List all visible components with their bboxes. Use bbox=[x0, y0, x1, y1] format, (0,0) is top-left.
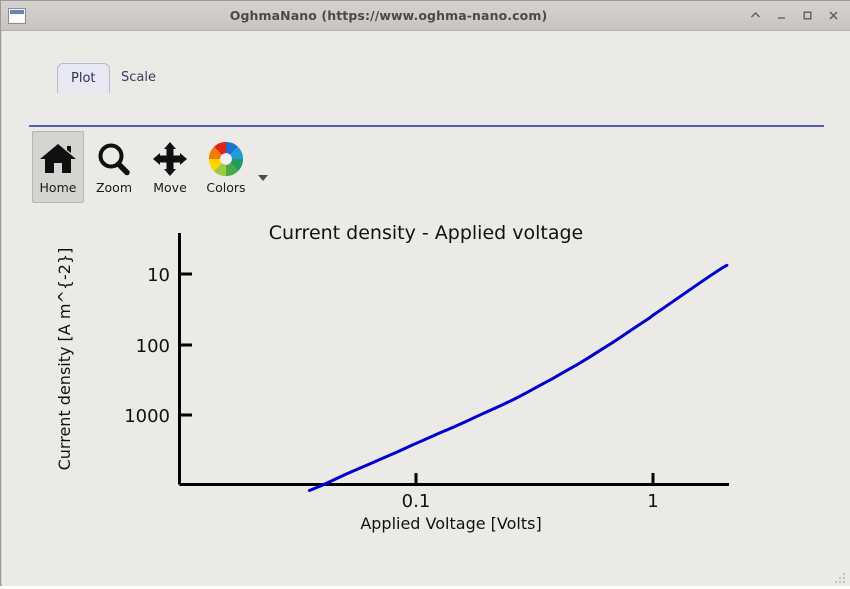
home-button[interactable]: Home bbox=[32, 131, 84, 203]
window-icon bbox=[8, 7, 26, 24]
tab-plot-label: Plot bbox=[71, 71, 96, 86]
x-axis-ticks bbox=[414, 473, 655, 485]
tab-scale-label: Scale bbox=[121, 70, 156, 85]
x-axis-tick-labels: 0.1 1 bbox=[402, 491, 659, 512]
y-axis-tick-labels: 10 100 1000 bbox=[124, 265, 170, 427]
x-axis-label: Applied Voltage [Volts] bbox=[360, 514, 541, 533]
colors-button[interactable]: Colors bbox=[200, 131, 252, 203]
main-content: Plot Scale Home bbox=[2, 31, 850, 586]
tab-underline bbox=[29, 125, 824, 127]
shade-button[interactable] bbox=[749, 9, 762, 22]
chevron-down-icon[interactable] bbox=[258, 175, 268, 181]
zoom-button[interactable]: Zoom bbox=[88, 131, 140, 203]
zoom-button-label: Zoom bbox=[95, 180, 133, 195]
home-icon bbox=[38, 139, 78, 179]
window-controls bbox=[749, 9, 840, 22]
y-tick-label: 1000 bbox=[124, 406, 170, 427]
y-tick-label: 10 bbox=[147, 265, 170, 286]
magnifier-icon bbox=[94, 139, 134, 179]
plot-canvas[interactable]: Current density - Applied voltage 10 100… bbox=[22, 209, 830, 559]
plot-title: Current density - Applied voltage bbox=[269, 222, 583, 244]
y-axis-ticks bbox=[179, 272, 192, 417]
maximize-button[interactable] bbox=[801, 9, 814, 22]
resize-grip[interactable] bbox=[833, 570, 847, 584]
close-button[interactable] bbox=[827, 9, 840, 22]
minimize-button[interactable] bbox=[775, 9, 788, 22]
plot-toolbar: Home Zoom bbox=[32, 131, 268, 203]
home-button-label: Home bbox=[39, 180, 77, 195]
title-bar: OghmaNano (https://www.oghma-nano.com) bbox=[1, 1, 850, 31]
move-button-label: Move bbox=[153, 180, 187, 195]
tab-scale[interactable]: Scale bbox=[108, 63, 169, 93]
x-tick-label: 1 bbox=[647, 491, 658, 512]
move-arrows-icon bbox=[150, 139, 190, 179]
window-title: OghmaNano (https://www.oghma-nano.com) bbox=[229, 8, 548, 23]
data-series-line bbox=[307, 263, 729, 492]
tab-bar: Plot Scale bbox=[29, 59, 824, 93]
y-axis-label: Current density [A m^{-2}] bbox=[55, 248, 74, 471]
tab-plot[interactable]: Plot bbox=[57, 63, 110, 93]
y-tick-label: 100 bbox=[136, 336, 170, 357]
x-tick-label: 0.1 bbox=[402, 491, 431, 512]
color-wheel-icon bbox=[206, 139, 246, 179]
move-button[interactable]: Move bbox=[144, 131, 196, 203]
colors-button-label: Colors bbox=[206, 180, 246, 195]
